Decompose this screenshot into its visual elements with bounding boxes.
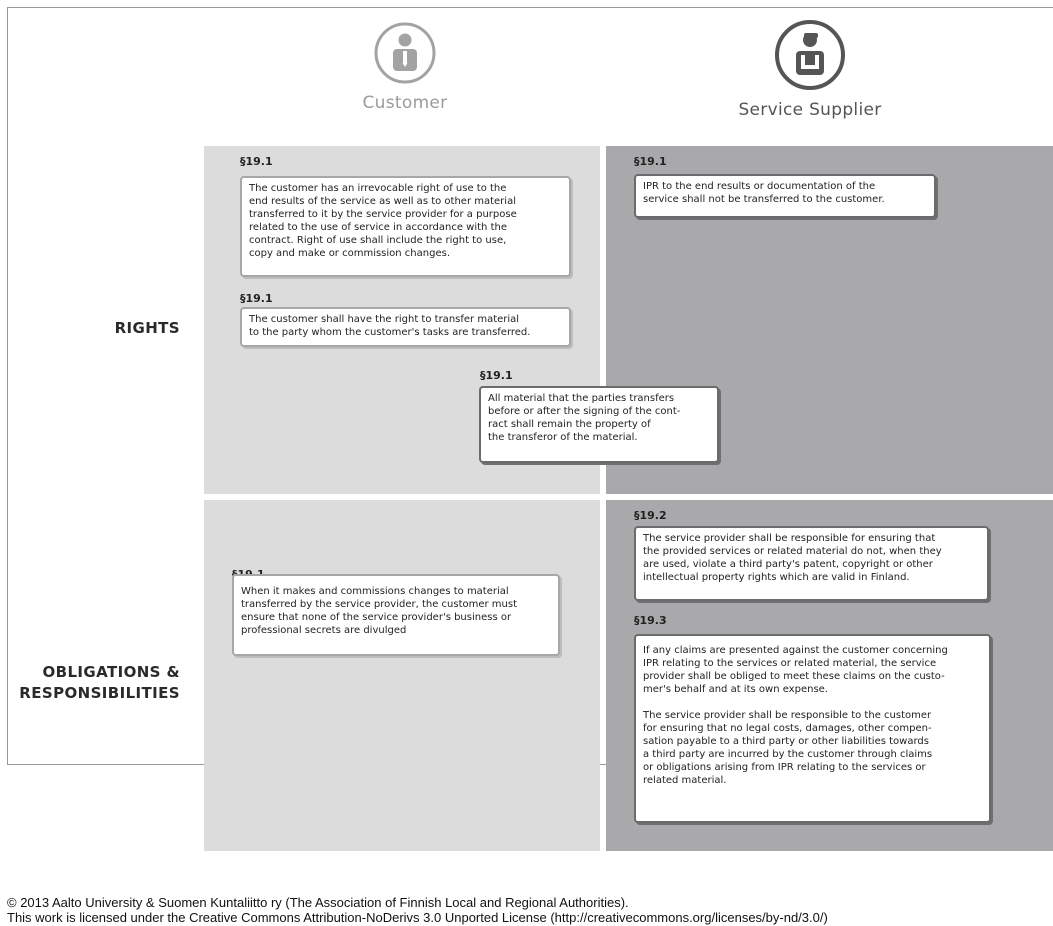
rights-row-label: RIGHTS: [114, 319, 180, 337]
clause-section-label: §19.3: [634, 614, 667, 627]
customer-label: Customer: [362, 93, 448, 113]
clause-box: If any claims are presented against the …: [634, 634, 991, 823]
customer-icon: [374, 22, 436, 84]
supplier-persona: Service Supplier: [710, 18, 910, 120]
clause-section-label: §19.1: [634, 155, 667, 168]
clause-box: The service provider shall be responsibl…: [634, 526, 989, 601]
clause-section-label: §19.1: [240, 292, 273, 305]
customer-obligations-quadrant: [204, 500, 600, 851]
service-supplier-icon: [775, 20, 845, 90]
clause-box: The customer has an irrevocable right of…: [240, 176, 571, 277]
clause-section-label: §19.1: [240, 155, 273, 168]
clause-box: IPR to the end results or documentation …: [634, 174, 936, 218]
copyright-line: © 2013 Aalto University & Suomen Kuntali…: [7, 895, 629, 910]
customer-persona: Customer: [325, 21, 485, 113]
clause-box: All material that the parties transfers …: [479, 386, 719, 463]
clause-section-label: §19.1: [480, 369, 513, 382]
obligations-row-label: OBLIGATIONS & RESPONSIBILITIES: [19, 663, 180, 702]
supplier-label: Service Supplier: [738, 100, 882, 120]
clause-box: When it makes and commissions changes to…: [232, 574, 560, 656]
license-line: This work is licensed under the Creative…: [7, 910, 828, 925]
clause-box: The customer shall have the right to tra…: [240, 307, 571, 347]
clause-section-label: §19.2: [634, 509, 667, 522]
